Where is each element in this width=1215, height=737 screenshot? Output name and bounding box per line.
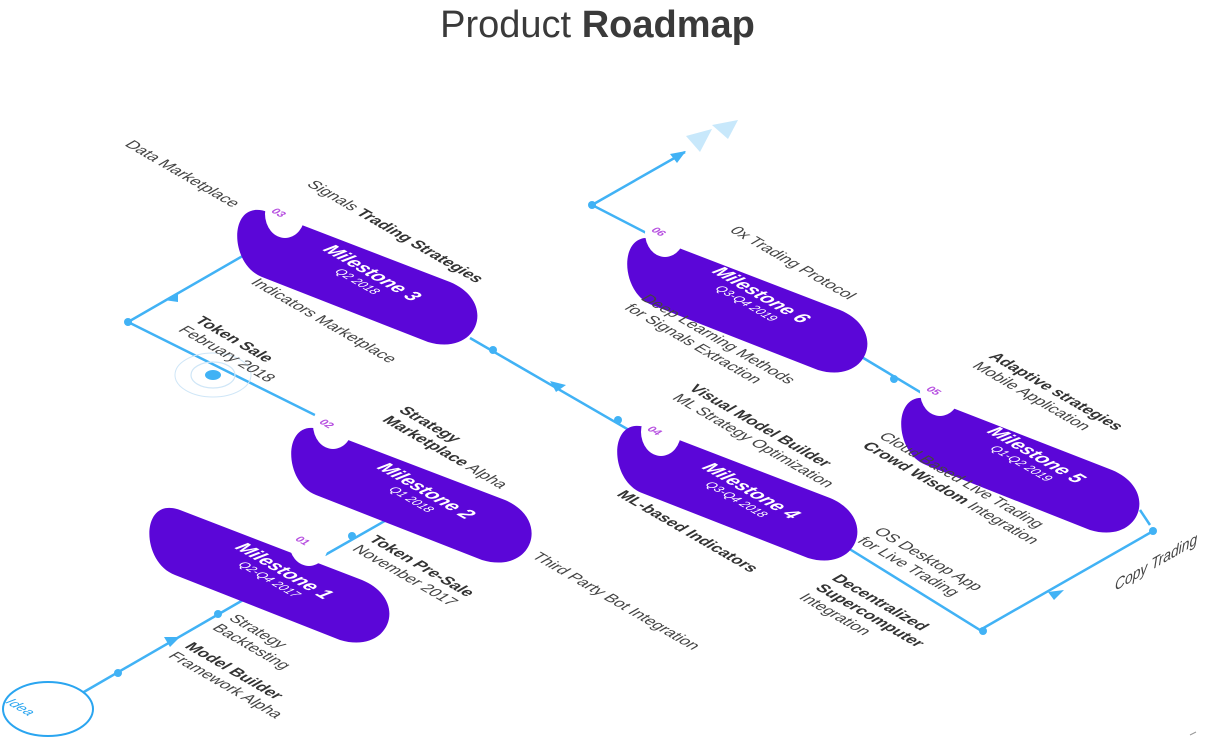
token-sale-marker bbox=[174, 352, 252, 398]
arrow-out-light-1 bbox=[686, 129, 712, 152]
path-m5-to-m6 bbox=[1138, 509, 1152, 526]
milestone-2-pill bbox=[291, 427, 532, 563]
corner-mark bbox=[1189, 731, 1197, 736]
milestone-4-pill bbox=[617, 425, 858, 561]
milestone-6-pill bbox=[627, 237, 868, 373]
arrow-2 bbox=[164, 292, 178, 302]
arrow-5 bbox=[670, 151, 686, 163]
milestone-1-pill bbox=[149, 507, 390, 643]
page-title: Product Roadmap bbox=[440, 4, 755, 46]
path-m1-to-m2 bbox=[324, 516, 391, 557]
arrow-out-light-2 bbox=[712, 120, 738, 139]
idea-start bbox=[2, 681, 94, 737]
milestone-3-pill bbox=[237, 209, 478, 345]
arrow-4 bbox=[1048, 590, 1064, 600]
arrow-1 bbox=[164, 637, 180, 647]
milestone-5-pill bbox=[901, 397, 1140, 533]
arrow-3 bbox=[550, 381, 566, 392]
